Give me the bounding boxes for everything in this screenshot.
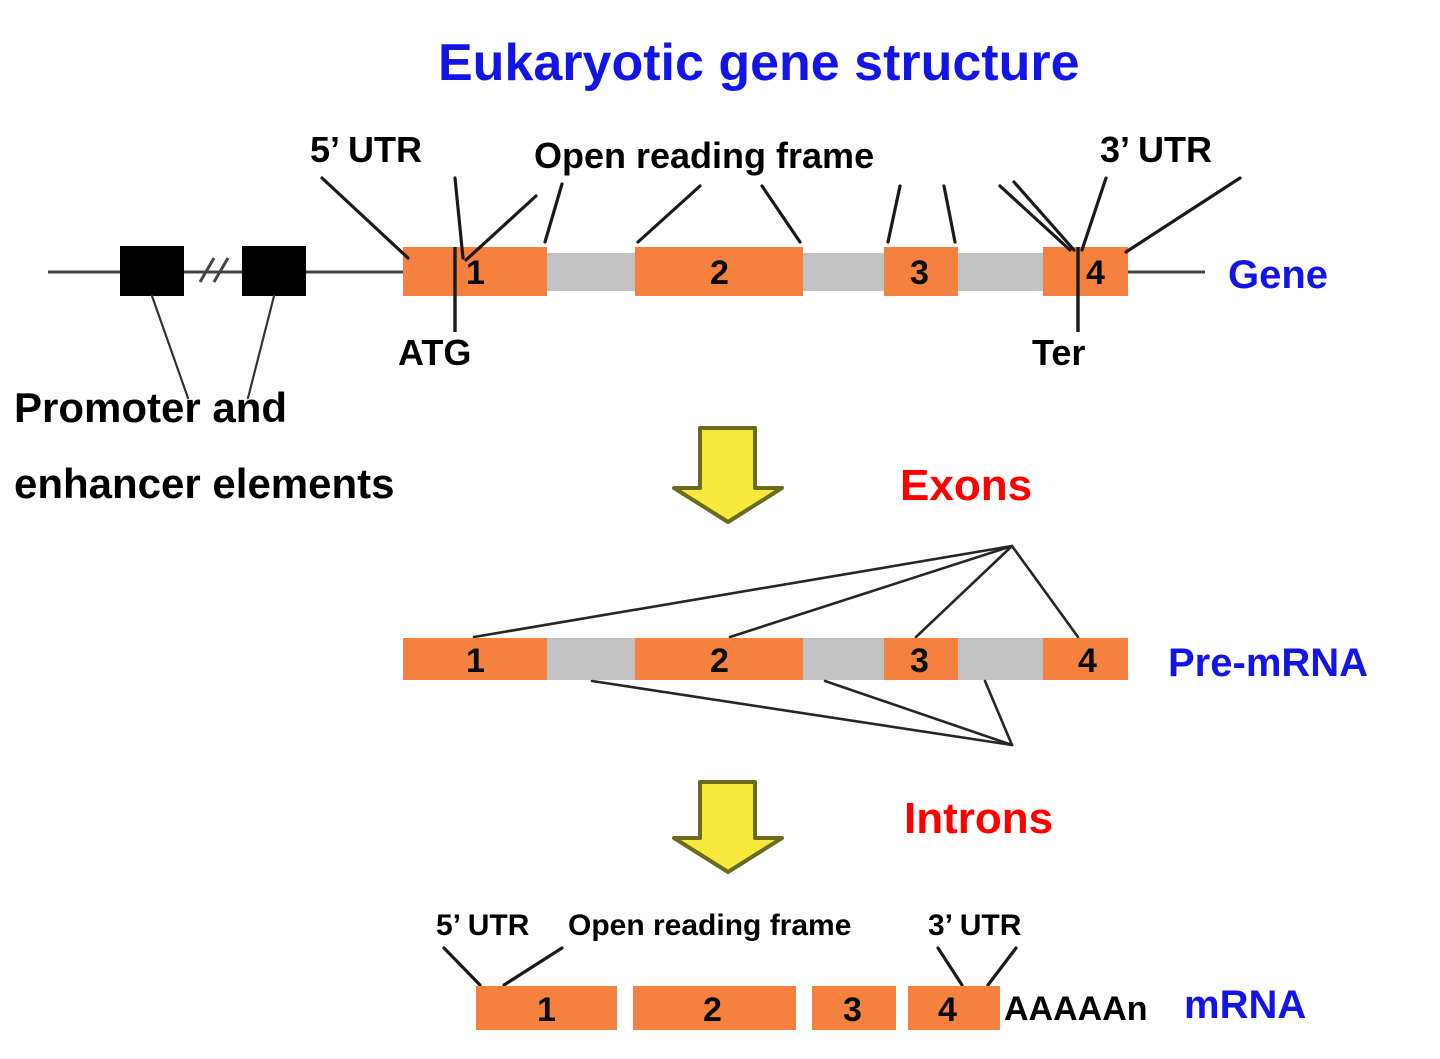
gene-orf-leader-g xyxy=(998,184,1072,252)
gene-orf-leader-h xyxy=(1012,180,1076,252)
ter-label: Ter xyxy=(1032,332,1085,373)
gene-3utr-leader-a xyxy=(1080,176,1108,252)
splicing-arrow-2 xyxy=(672,780,784,874)
mrna-exon-3 xyxy=(812,986,896,1030)
atg-label: ATG xyxy=(398,332,471,373)
premrna-intron-3 xyxy=(958,638,1043,680)
gene-exon-4-label: 4 xyxy=(1086,254,1105,292)
mrna-exon-2 xyxy=(633,986,796,1030)
mrna-3utr-leader-a xyxy=(936,946,964,987)
premrna-exon-2-label: 2 xyxy=(710,642,729,680)
mrna-exon-1 xyxy=(476,986,617,1030)
gene-exon-4 xyxy=(1043,247,1128,296)
premrna-intron-2 xyxy=(803,638,884,680)
gene-orf-leader-f xyxy=(942,184,957,244)
sequence-break-icon xyxy=(198,257,230,283)
gene-row: 1 2 3 4 ATG Ter 5’ UTR Open reading fram… xyxy=(14,129,1328,507)
premrna-exon-4 xyxy=(1043,638,1128,680)
exons-annotation: Exons xyxy=(900,461,1032,510)
introns-annotation: Introns xyxy=(904,794,1053,843)
mrna-3utr-label: 3’ UTR xyxy=(928,909,1022,942)
enhancer-box xyxy=(120,246,184,296)
gene-3utr-label: 3’ UTR xyxy=(1100,129,1212,170)
gene-5utr-label: 5’ UTR xyxy=(310,129,422,170)
promoter-label-line1: Promoter and xyxy=(14,384,287,431)
mrna-row: 5’ UTR Open reading frame 3’ UTR 1 2 3 4… xyxy=(436,909,1306,1030)
mrna-exon-3-label: 3 xyxy=(843,991,862,1029)
transcription-arrow-1 xyxy=(672,426,784,524)
premrna-exon-3 xyxy=(884,638,958,680)
promoter-leader xyxy=(246,294,276,400)
intron-splice-lines xyxy=(590,679,1014,747)
gene-row-label: Gene xyxy=(1228,253,1328,297)
gene-orf-leader-e xyxy=(886,184,902,244)
gene-orf-leader-d xyxy=(760,184,802,244)
gene-exon-1-label: 1 xyxy=(466,254,485,292)
down-arrow-icon xyxy=(672,426,784,524)
mrna-5utr-leader xyxy=(442,946,482,987)
pre-mrna-row: 1 2 3 4 Pre-mRNA xyxy=(403,544,1368,747)
gene-exon-2-label: 2 xyxy=(710,254,729,292)
premrna-intron-1 xyxy=(547,638,635,680)
promoter-label-line2: enhancer elements xyxy=(14,460,395,507)
premrna-exon-1-label: 1 xyxy=(466,642,485,680)
mrna-exon-4-label: 4 xyxy=(938,991,957,1029)
mrna-orf-label: Open reading frame xyxy=(568,909,851,942)
mrna-5utr-label: 5’ UTR xyxy=(436,909,530,942)
polya-tail-label: AAAAAn xyxy=(1004,990,1148,1028)
promoter-box xyxy=(242,246,306,296)
gene-intron-2 xyxy=(803,253,884,291)
enhancer-leader xyxy=(150,294,190,400)
premrna-exon-1 xyxy=(403,638,547,680)
exon-splice-lines xyxy=(472,544,1080,639)
gene-orf-leader-a xyxy=(464,194,538,262)
mrna-exon-4 xyxy=(908,986,1000,1030)
premrna-row-label: Pre-mRNA xyxy=(1168,641,1368,685)
gene-orf-leader-b xyxy=(543,182,564,244)
mrna-row-label: mRNA xyxy=(1184,983,1306,1027)
gene-intron-1 xyxy=(547,253,635,291)
mrna-orf-leader xyxy=(502,946,564,987)
gene-exon-1 xyxy=(403,247,547,296)
page-title: Eukaryotic gene structure xyxy=(438,34,1080,92)
premrna-exon-2 xyxy=(635,638,803,680)
down-arrow-icon-2 xyxy=(672,780,784,874)
mrna-exon-1-label: 1 xyxy=(537,991,556,1029)
mrna-3utr-leader-b xyxy=(986,946,1018,987)
gene-orf-leader-c xyxy=(636,184,702,244)
premrna-exon-3-label: 3 xyxy=(910,642,929,680)
gene-orf-label: Open reading frame xyxy=(534,135,874,176)
gene-3utr-leader-b xyxy=(1124,176,1242,254)
gene-exon-3 xyxy=(884,247,958,296)
mrna-exon-2-label: 2 xyxy=(703,991,722,1029)
gene-5utr-leader-a xyxy=(320,176,410,260)
gene-intron-3 xyxy=(958,253,1043,291)
premrna-exon-4-label: 4 xyxy=(1078,642,1097,680)
gene-exon-3-label: 3 xyxy=(910,254,929,292)
gene-5utr-leader-b xyxy=(453,176,465,260)
gene-exon-2 xyxy=(635,247,803,296)
